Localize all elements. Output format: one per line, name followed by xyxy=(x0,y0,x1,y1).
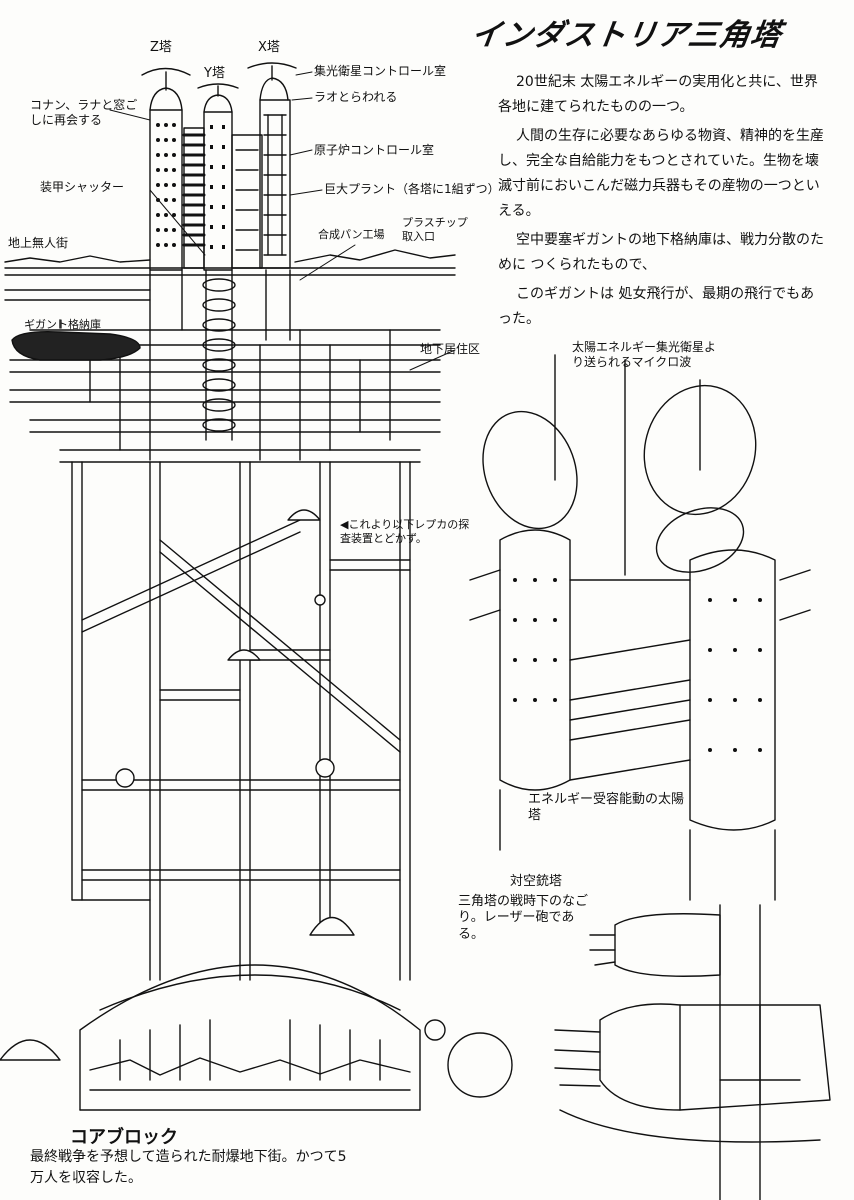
surface-ground xyxy=(4,249,456,301)
page-title: インダストリア三角塔 xyxy=(469,18,784,53)
label-plastic-chip: プラスチップ取入口 xyxy=(402,216,468,243)
label-solar-control: 集光衛星コントロール室 xyxy=(314,64,447,78)
striped-building xyxy=(182,127,206,269)
z-tower-windows xyxy=(156,123,176,247)
label-surface-town: 地上無人街 xyxy=(8,236,69,250)
tunnel-network xyxy=(71,461,411,981)
y-tower-windows xyxy=(210,125,225,249)
central-block xyxy=(231,134,263,269)
gigant-silhouette xyxy=(11,319,141,361)
description-para-3: 空中要塞ギガントの地下格納庫は、戦力分散のために つくられたもので、 xyxy=(498,232,824,273)
tunnel-junctions xyxy=(0,509,513,1098)
core-block-description: 最終戦争を予想して造られた耐爆地下街。かつて5万人を収容した。 xyxy=(30,1149,347,1186)
description-para-4: このギガントは 処女飛行が、最期の飛行でもあった。 xyxy=(498,286,815,327)
y-tower-label: Y塔 xyxy=(204,66,225,81)
leader-lines xyxy=(109,71,456,371)
label-conan-lana: コナン、ラナと窓ごしに再会する xyxy=(30,98,138,127)
description-para-2: 人間の生存に必要なあらゆる物資、精神的を生産し、完全な自給能力をもつとされていた… xyxy=(498,128,824,219)
x-tower-shape xyxy=(247,62,297,341)
label-bread-factory: 合成パン工場 xyxy=(318,228,385,241)
label-aa-tower: 対空銃塔 xyxy=(510,874,563,889)
label-plant: 巨大プラント（各塔に1組ずつ） xyxy=(324,182,500,196)
x-tower-label: X塔 xyxy=(258,40,280,55)
z-tower-label: Z塔 xyxy=(150,40,172,55)
label-lepka-note: ◀これより以下レプカの探査装置とどかず。 xyxy=(340,518,470,545)
label-reactor-control: 原子炉コントロール室 xyxy=(314,143,435,157)
core-block-dome xyxy=(79,964,421,1111)
label-microwave: 太陽エネルギー集光衛星より送られるマイクロ波 xyxy=(572,340,717,369)
description-block: 20世紀末 太陽エネルギーの実用化と共に、世界各地に建てられたものの一つ。 人間… xyxy=(498,70,828,336)
label-receiver-tower: エネルギー受容能動の太陽塔 xyxy=(528,792,685,824)
y-tower-shape xyxy=(197,83,239,441)
aa-turret-drawing xyxy=(554,904,831,1200)
description-para-1: 20世紀末 太陽エネルギーの実用化と共に、世界各地に建てられたものの一つ。 xyxy=(498,74,818,115)
label-gigant-hangar: ギガント格納庫 xyxy=(24,318,101,331)
label-underground-residence: 地下居住区 xyxy=(420,342,481,356)
label-armor-shutter: 装甲シャッター xyxy=(40,180,125,194)
label-aa-note: 三角塔の戦時下のなごり。レーザー砲である。 xyxy=(458,894,589,942)
receiver-rivets xyxy=(513,578,762,752)
solar-receiver-drawing xyxy=(469,354,811,901)
core-block-title: コアブロック xyxy=(70,1127,178,1148)
label-rao: ラオとらわれる xyxy=(314,90,398,104)
